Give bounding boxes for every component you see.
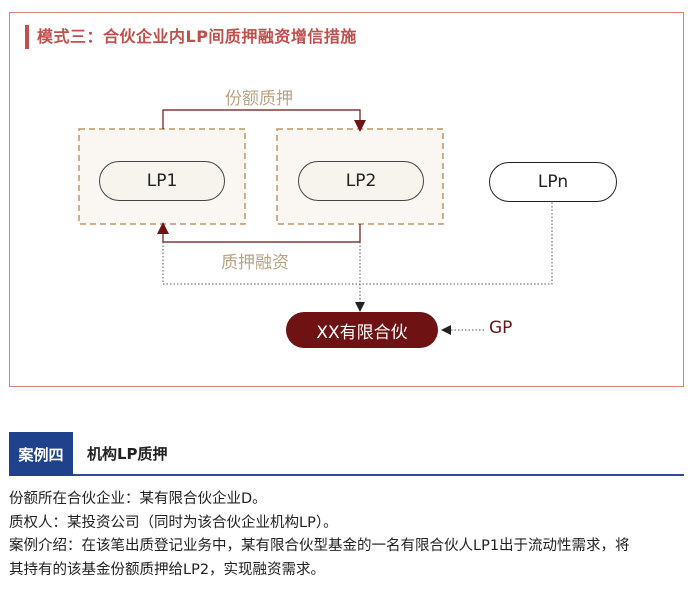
case-line-intro-cont: 其持有的该基金份额质押给LP2，实现融资需求。 bbox=[9, 561, 326, 578]
partnership-node: XX有限合伙 bbox=[286, 312, 438, 348]
lp1-node: LP1 bbox=[99, 161, 225, 201]
lpn-node: LPn bbox=[489, 162, 617, 202]
lp2-node: LP2 bbox=[298, 161, 424, 201]
pledge-arrow bbox=[162, 109, 366, 132]
case-section-header: 案例四 机构LP质押 bbox=[9, 432, 684, 476]
case-badge: 案例四 bbox=[9, 432, 73, 476]
case-title: 机构LP质押 bbox=[87, 445, 168, 463]
lp1-to-partnership-line bbox=[162, 202, 553, 285]
case-line-intro: 案例介绍：在该笔出质登记业务中，某有限合伙型基金的一名有限合伙人LP1出于流动性… bbox=[9, 538, 630, 554]
financing-arrow bbox=[157, 222, 361, 243]
case-description: 份额所在合伙企业：某有限合伙企业D。 质权人：某投资公司（同时为该合伙企业机构L… bbox=[9, 488, 689, 582]
gp-label: GP bbox=[489, 318, 513, 338]
case-line-fund: 份额所在合伙企业：某有限合伙企业D。 bbox=[9, 491, 267, 507]
financing-label: 质押融资 bbox=[221, 253, 289, 273]
pledge-label: 份额质押 bbox=[225, 89, 293, 109]
case-line-pledgee: 质权人：某投资公司（同时为该合伙企业机构LP）。 bbox=[9, 514, 338, 531]
panel-title: 模式三：合伙企业内LP间质押融资增信措施 bbox=[25, 25, 357, 49]
